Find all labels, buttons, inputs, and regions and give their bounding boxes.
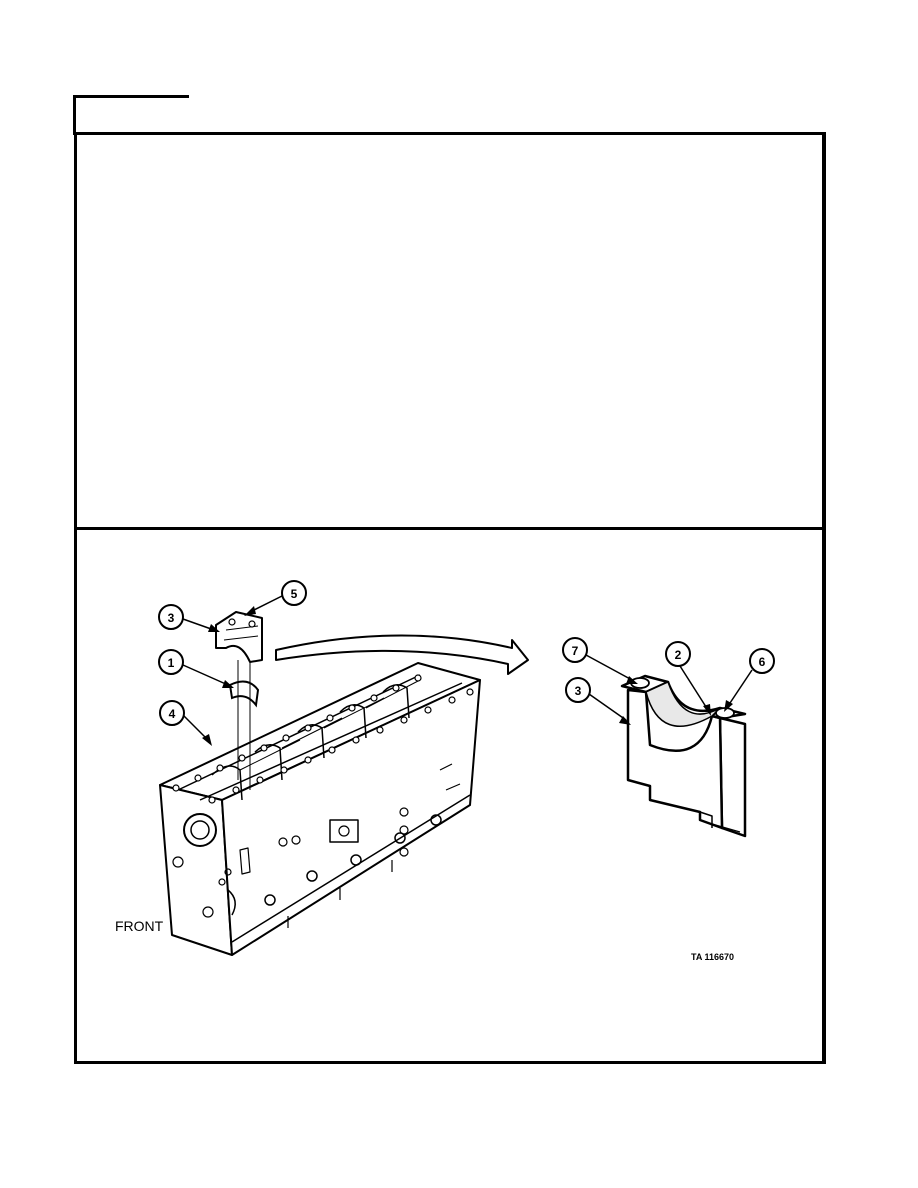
exploded-bearing-shell (228, 680, 260, 708)
section-divider (74, 527, 826, 530)
callout-1: 1 (158, 649, 234, 688)
callout-7-label: 7 (572, 644, 579, 658)
page-frame (74, 132, 826, 1064)
callout-6: 6 (724, 648, 775, 712)
callout-2-label: 2 (675, 648, 682, 662)
callout-3-right: 3 (565, 677, 631, 725)
callout-3-left-label: 3 (168, 611, 175, 625)
figure-id-label: TA 116670 (691, 952, 734, 962)
callout-2: 2 (665, 641, 711, 716)
page-header-tab-stub (73, 95, 76, 135)
callout-3-right-label: 3 (575, 684, 582, 698)
exploded-bearing-cap (215, 611, 263, 663)
callout-7: 7 (562, 637, 638, 684)
callout-1-label: 1 (168, 656, 175, 670)
engine-block-drawing (159, 662, 481, 956)
callout-5: 5 (244, 580, 307, 616)
callout-5-label: 5 (291, 587, 298, 601)
detail-arrow (275, 634, 529, 675)
callout-3-left: 3 (158, 604, 220, 632)
callout-4: 4 (159, 700, 212, 746)
callout-6-label: 6 (759, 655, 766, 669)
detail-bearing-cap (620, 674, 747, 838)
front-label: FRONT (115, 918, 164, 934)
page-header-tab-line (73, 95, 189, 98)
callout-4-label: 4 (169, 707, 176, 721)
